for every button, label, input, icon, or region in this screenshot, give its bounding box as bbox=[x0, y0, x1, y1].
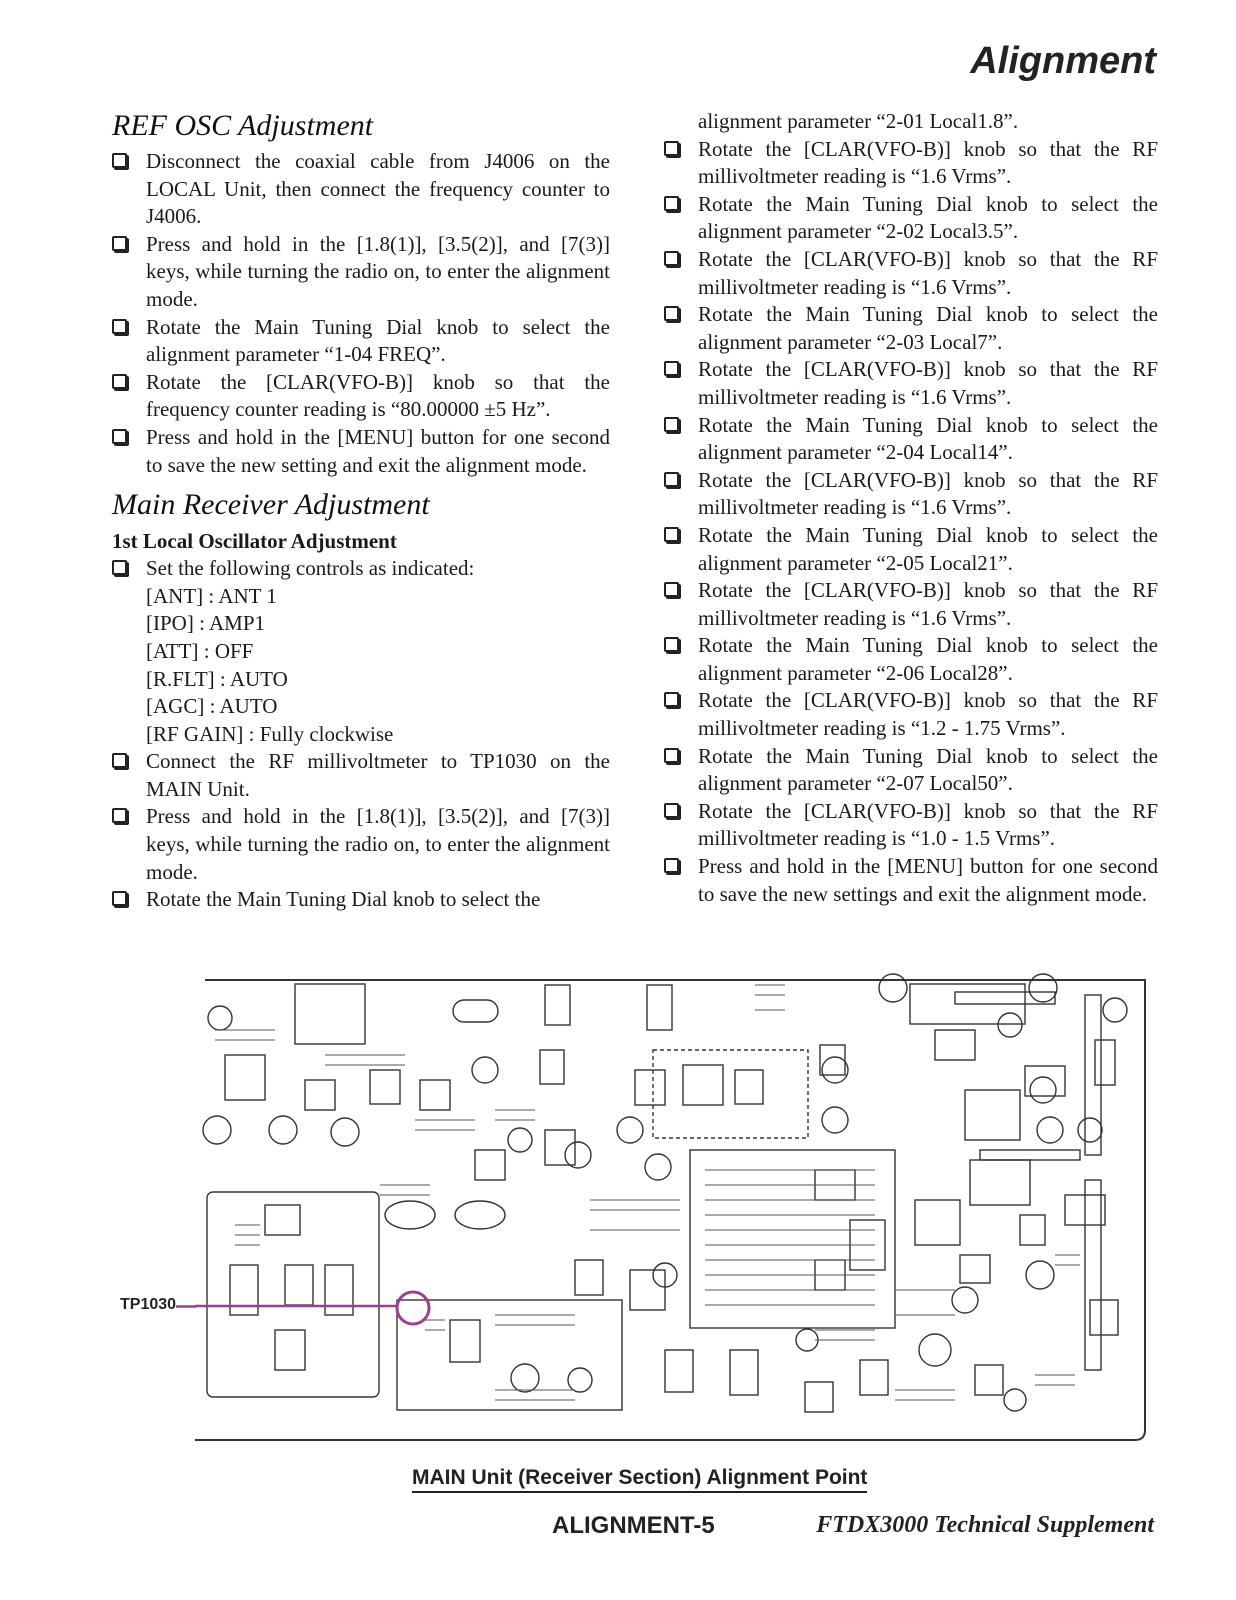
checklist-step: Rotate the Main Tuning Dial knob to sele… bbox=[112, 314, 610, 369]
checklist-step: Connect the RF millivoltmeter to TP1030 … bbox=[112, 748, 610, 803]
checkbox-icon bbox=[112, 560, 127, 576]
checklist-step: Disconnect the coaxial cable from J4006 … bbox=[112, 148, 610, 231]
setting-line: [RF GAIN] : Fully clockwise bbox=[146, 721, 394, 746]
checklist-step: Rotate the Main Tuning Dial knob to sele… bbox=[664, 743, 1158, 798]
setting-line: [ANT] : ANT 1 bbox=[146, 583, 277, 608]
checklist-step: Rotate the [CLAR(VFO-B)] knob so that th… bbox=[112, 369, 610, 424]
checklist-step: Rotate the [CLAR(VFO-B)] knob so that th… bbox=[664, 798, 1158, 853]
setting-line: [ATT] : OFF bbox=[146, 638, 254, 663]
checklist-step: Rotate the Main Tuning Dial knob to sele… bbox=[664, 301, 1158, 356]
checkbox-icon bbox=[664, 416, 679, 432]
local-osc-subheading: 1st Local Oscillator Adjustment bbox=[112, 529, 397, 554]
checkbox-icon bbox=[112, 318, 127, 334]
checklist-step: Rotate the Main Tuning Dial knob to sele… bbox=[112, 886, 610, 914]
checkbox-icon bbox=[664, 692, 679, 708]
right-steps-list: Rotate the [CLAR(VFO-B)] knob so that th… bbox=[664, 136, 1158, 909]
right-column: alignment parameter “2-01 Local1.8”. Rot… bbox=[664, 108, 1158, 908]
checklist-step: Press and hold in the [1.8(1)], [3.5(2)]… bbox=[112, 231, 610, 314]
checklist-step: Set the following controls as indicated: bbox=[112, 555, 610, 583]
pcb-layout-diagram bbox=[195, 973, 1146, 1441]
tp1030-marker-circle bbox=[395, 1290, 431, 1326]
checklist-step: Rotate the [CLAR(VFO-B)] knob so that th… bbox=[664, 246, 1158, 301]
checklist-step: Rotate the Main Tuning Dial knob to sele… bbox=[664, 191, 1158, 246]
checkbox-icon bbox=[664, 802, 679, 818]
control-settings-list: [ANT] : ANT 1 [IPO] : AMP1 [ATT] : OFF [… bbox=[112, 583, 610, 749]
checkbox-icon bbox=[664, 526, 679, 542]
checkbox-icon bbox=[112, 153, 127, 168]
checklist-step: Rotate the [CLAR(VFO-B)] knob so that th… bbox=[664, 467, 1158, 522]
setting-line: [IPO] : AMP1 bbox=[146, 611, 266, 636]
setting-line: [R.FLT] : AUTO bbox=[146, 666, 288, 691]
checkbox-icon bbox=[664, 471, 679, 487]
document-title: FTDX3000 Technical Supplement bbox=[816, 1512, 1154, 1538]
main-receiver-title: Main Receiver Adjustment bbox=[112, 488, 430, 522]
checklist-step: Press and hold in the [MENU] button for … bbox=[112, 424, 610, 479]
checkbox-icon bbox=[664, 582, 679, 598]
diagram-caption: MAIN Unit (Receiver Section) Alignment P… bbox=[412, 1466, 868, 1493]
checklist-step: Rotate the [CLAR(VFO-B)] knob so that th… bbox=[664, 687, 1158, 742]
callout-leader-stub bbox=[176, 1305, 196, 1308]
checklist-step: Rotate the [CLAR(VFO-B)] knob so that th… bbox=[664, 136, 1158, 191]
checkbox-icon bbox=[664, 361, 679, 377]
checkbox-icon bbox=[664, 747, 679, 763]
checkbox-icon bbox=[664, 637, 679, 653]
checklist-step: Press and hold in the [MENU] button for … bbox=[664, 853, 1158, 908]
checkbox-icon bbox=[112, 753, 127, 769]
checklist-step: Rotate the Main Tuning Dial knob to sele… bbox=[664, 632, 1158, 687]
checkbox-icon bbox=[112, 373, 127, 389]
left-column: REF OSC Adjustment Disconnect the coaxia… bbox=[112, 108, 610, 914]
continued-step-text: alignment parameter “2-01 Local1.8”. bbox=[698, 109, 1019, 133]
checkbox-icon bbox=[664, 858, 679, 874]
ref-steps-list: Disconnect the coaxial cable from J4006 … bbox=[112, 148, 610, 479]
checklist-step: Rotate the [CLAR(VFO-B)] knob so that th… bbox=[664, 577, 1158, 632]
checklist-step: Rotate the Main Tuning Dial knob to sele… bbox=[664, 412, 1158, 467]
page-header-title: Alignment bbox=[970, 40, 1156, 82]
ref-osc-title: REF OSC Adjustment bbox=[112, 109, 374, 142]
checkbox-icon bbox=[664, 250, 679, 266]
checkbox-icon bbox=[664, 140, 679, 156]
checkbox-icon bbox=[664, 195, 679, 211]
checkbox-icon bbox=[112, 891, 127, 907]
page-number: ALIGNMENT-5 bbox=[552, 1512, 715, 1539]
checkbox-icon bbox=[112, 235, 127, 251]
checklist-step: Rotate the Main Tuning Dial knob to sele… bbox=[664, 522, 1158, 577]
checklist-step: Rotate the [CLAR(VFO-B)] knob so that th… bbox=[664, 356, 1158, 411]
setting-line: [AGC] : AUTO bbox=[146, 694, 278, 719]
checkbox-icon bbox=[112, 428, 127, 444]
tp1030-callout-label: TP1030 bbox=[120, 1296, 177, 1313]
checkbox-icon bbox=[664, 306, 679, 322]
checklist-step: Press and hold in the [1.8(1)], [3.5(2)]… bbox=[112, 803, 610, 886]
checkbox-icon bbox=[112, 808, 127, 824]
